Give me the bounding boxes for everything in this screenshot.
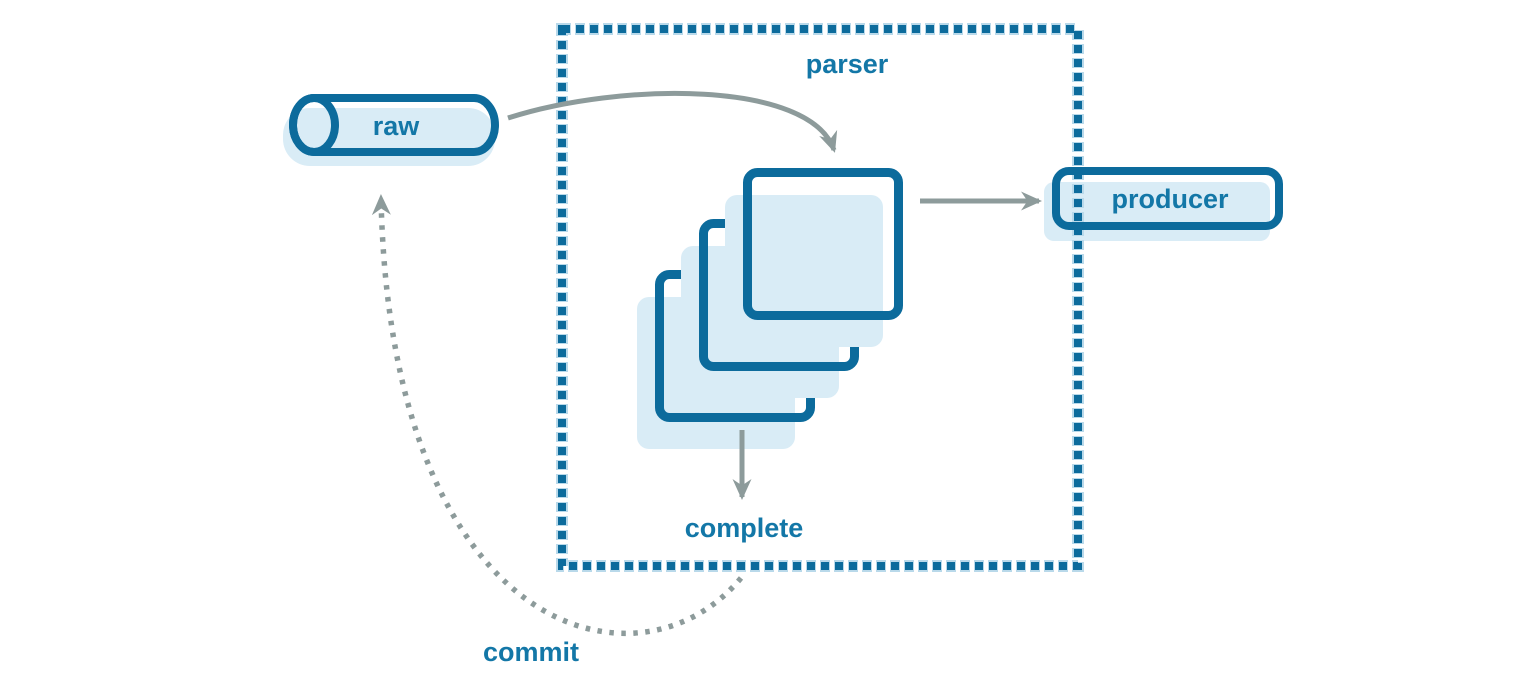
parser-dashed-border: [558, 25, 1082, 570]
message-card-front: [725, 168, 903, 347]
message-card-front-outline: [743, 168, 903, 320]
producer-node-outline: [1052, 167, 1283, 230]
message-card-front-shadow: [725, 195, 883, 347]
message-stack: [637, 168, 903, 449]
producer-node: producer: [1052, 167, 1283, 230]
complete-label: complete: [685, 513, 804, 543]
parser-container: [556, 23, 1084, 572]
edge-raw-to-parser: [507, 91, 838, 153]
producer-label: producer: [1111, 184, 1229, 214]
raw-topic-node: raw: [283, 94, 499, 166]
raw-topic-cylinder-rim: [289, 94, 339, 156]
commit-label: commit: [483, 637, 579, 667]
raw-topic-label: raw: [373, 111, 421, 141]
parser-label: parser: [806, 49, 889, 79]
